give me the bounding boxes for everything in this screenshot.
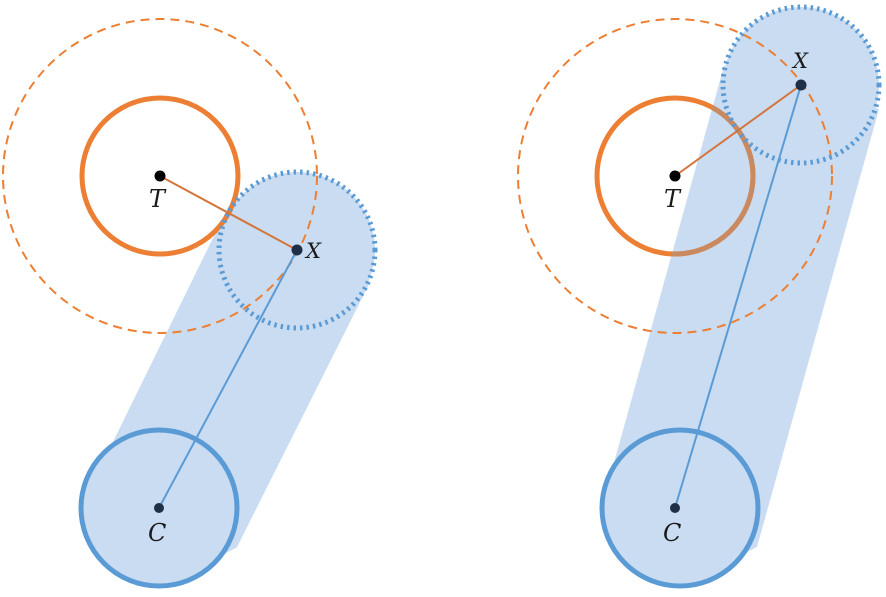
right-distance-line bbox=[674, 84, 802, 177]
left-cursor-label: X bbox=[304, 239, 322, 263]
left-cursor-point bbox=[291, 244, 303, 256]
left-distance-line bbox=[159, 175, 298, 251]
right-target-label: T bbox=[664, 185, 682, 213]
right-cursor-point bbox=[795, 79, 807, 91]
left-target-circle bbox=[79, 95, 241, 257]
left-target-point bbox=[154, 170, 166, 182]
left-start-circle bbox=[78, 427, 240, 589]
left-panel: T X C bbox=[2, 18, 378, 589]
left-center-point bbox=[154, 503, 164, 513]
left-target-label: T bbox=[149, 185, 167, 213]
left-path-line bbox=[158, 249, 298, 509]
right-panel: T X C bbox=[517, 4, 882, 589]
right-cursor-label: X bbox=[791, 49, 809, 73]
right-path-line bbox=[674, 84, 802, 509]
right-target-point bbox=[669, 170, 681, 182]
right-start-circle bbox=[599, 427, 761, 589]
right-tolerance-circle bbox=[517, 18, 833, 334]
left-cursor-circle bbox=[216, 169, 378, 331]
right-center-point bbox=[670, 503, 680, 513]
left-center-label: C bbox=[148, 519, 166, 547]
left-tolerance-circle bbox=[2, 18, 318, 334]
right-center-label: C bbox=[663, 519, 681, 547]
right-cursor-circle bbox=[720, 4, 882, 166]
